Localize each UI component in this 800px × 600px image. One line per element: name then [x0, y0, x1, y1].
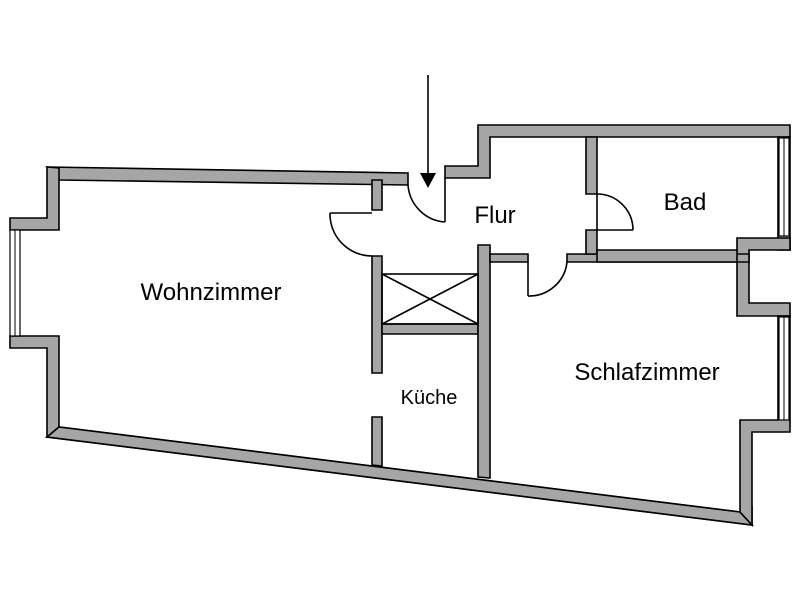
wall-flur-bad-upper	[585, 136, 598, 195]
wall-top-flur	[444, 124, 791, 179]
room-label-bad: Bad	[664, 189, 707, 216]
room-label-schlafzimmer: Schlafzimmer	[574, 359, 719, 386]
wall-wohn-kueche-mid	[371, 255, 383, 374]
wall-kueche-schlaf	[477, 244, 491, 479]
wall-wohn-flur-upper	[371, 179, 383, 211]
kitchen-cross-icon	[381, 273, 479, 325]
wall-top-left	[45, 166, 409, 186]
room-label-wohnzimmer: Wohnzimmer	[141, 279, 282, 306]
wall-left-upper-step	[9, 166, 60, 231]
room-label-kueche: Küche	[401, 387, 458, 409]
wall-right-step	[736, 237, 791, 317]
wall-right-schlaf	[739, 315, 791, 528]
wall-bottom-fill	[45, 426, 755, 527]
wall-left-lower-step	[9, 335, 60, 439]
wall-schlaf-top-left	[489, 253, 529, 263]
door-entrance	[407, 178, 446, 223]
wall-kueche-top	[381, 323, 479, 335]
entrance-arrow-icon	[420, 75, 436, 188]
room-label-flur: Flur	[474, 202, 515, 229]
wall-bad-bottom	[596, 249, 738, 263]
wall-wohn-kueche-low	[371, 416, 383, 467]
door-bad	[596, 193, 634, 231]
wall-flur-bad-lower	[585, 229, 598, 255]
door-wohnzimmer	[329, 212, 373, 257]
door-schlafzimmer	[527, 261, 568, 297]
